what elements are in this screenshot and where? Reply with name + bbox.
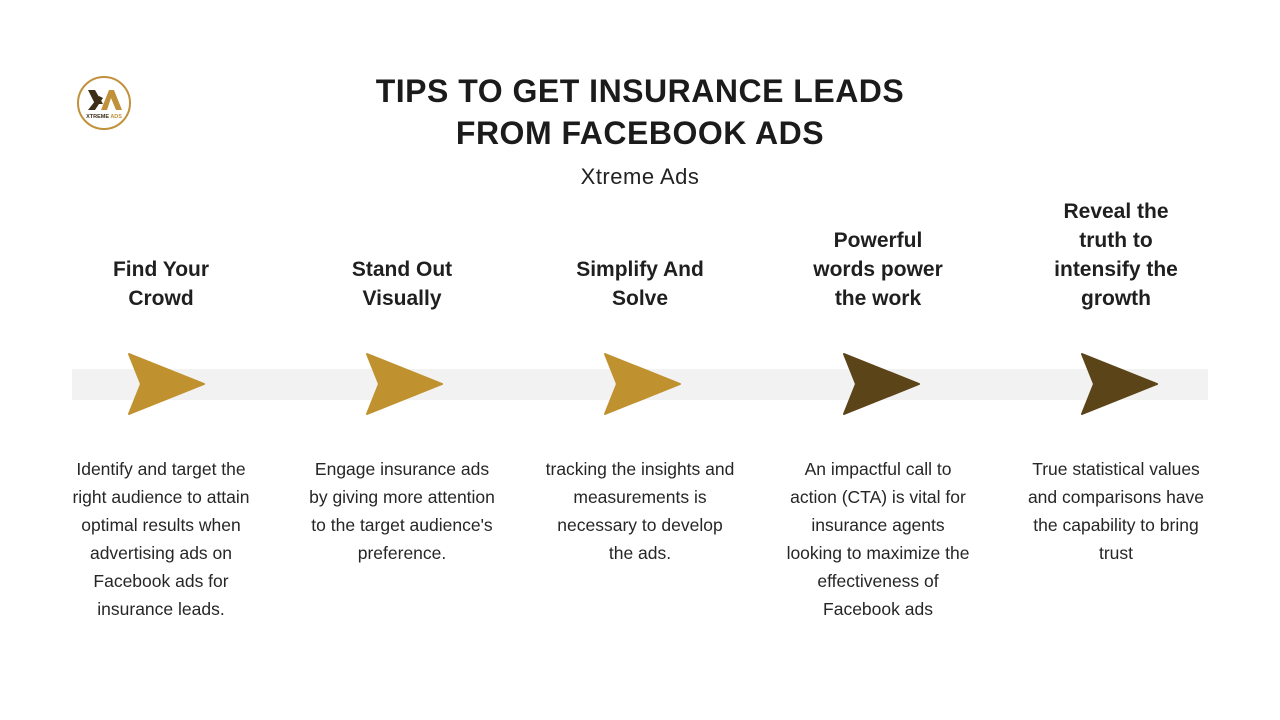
svg-text:XTREME ADS: XTREME ADS bbox=[86, 114, 122, 120]
xtreme-ads-logo: XTREME ADS bbox=[77, 76, 131, 130]
step-5-description: True statistical values and comparisons … bbox=[1027, 459, 1205, 563]
step-4-heading: Powerful words power the work bbox=[778, 190, 978, 313]
step-5-title-line: truth to bbox=[1079, 229, 1153, 252]
title-line-1: TIPS TO GET INSURANCE LEADS bbox=[375, 73, 905, 109]
step-4-title-line: words power bbox=[813, 258, 943, 281]
page-subtitle: Xtreme Ads bbox=[580, 164, 700, 189]
step-4-title-line: the work bbox=[834, 287, 922, 310]
step-2-title-line: Visually bbox=[362, 287, 442, 310]
step-1-heading: Find Your Crowd bbox=[61, 190, 261, 313]
step-5-arrow-icon bbox=[1081, 353, 1158, 415]
page-title: TIPS TO GET INSURANCE LEADS FROM FACEBOO… bbox=[290, 70, 990, 154]
step-3-title-line: Solve bbox=[611, 287, 669, 310]
step-1-arrow-icon bbox=[128, 353, 205, 415]
step-3-arrow-icon bbox=[604, 353, 681, 415]
step-5-title-line: intensify the bbox=[1054, 258, 1178, 281]
step-2-heading: Stand Out Visually bbox=[302, 190, 502, 313]
title-line-2: FROM FACEBOOK ADS bbox=[455, 115, 825, 151]
step-3-title-line: Simplify And bbox=[576, 258, 704, 281]
step-1-description: Identify and target the right audience t… bbox=[72, 459, 250, 619]
step-5-heading: Reveal the truth to intensify the growth bbox=[1016, 190, 1216, 313]
step-3-heading: Simplify And Solve bbox=[540, 190, 740, 313]
step-3-description: tracking the insights and measurements i… bbox=[545, 459, 735, 563]
step-2-title-line: Stand Out bbox=[351, 258, 453, 281]
step-4-description: An impactful call to action (CTA) is vit… bbox=[786, 459, 970, 619]
step-5-title-line: growth bbox=[1081, 287, 1151, 310]
step-2-arrow-icon bbox=[366, 353, 443, 415]
step-2-description: Engage insurance ads by giving more atte… bbox=[309, 459, 495, 563]
step-4-arrow-icon bbox=[843, 353, 920, 415]
step-4-title-line: Powerful bbox=[833, 229, 923, 252]
logo-mark-icon: XTREME ADS bbox=[86, 90, 122, 120]
step-5-title-line: Reveal the bbox=[1063, 200, 1169, 223]
step-1-title-line: Find Your bbox=[112, 258, 210, 281]
step-1-title-line: Crowd bbox=[128, 287, 194, 310]
